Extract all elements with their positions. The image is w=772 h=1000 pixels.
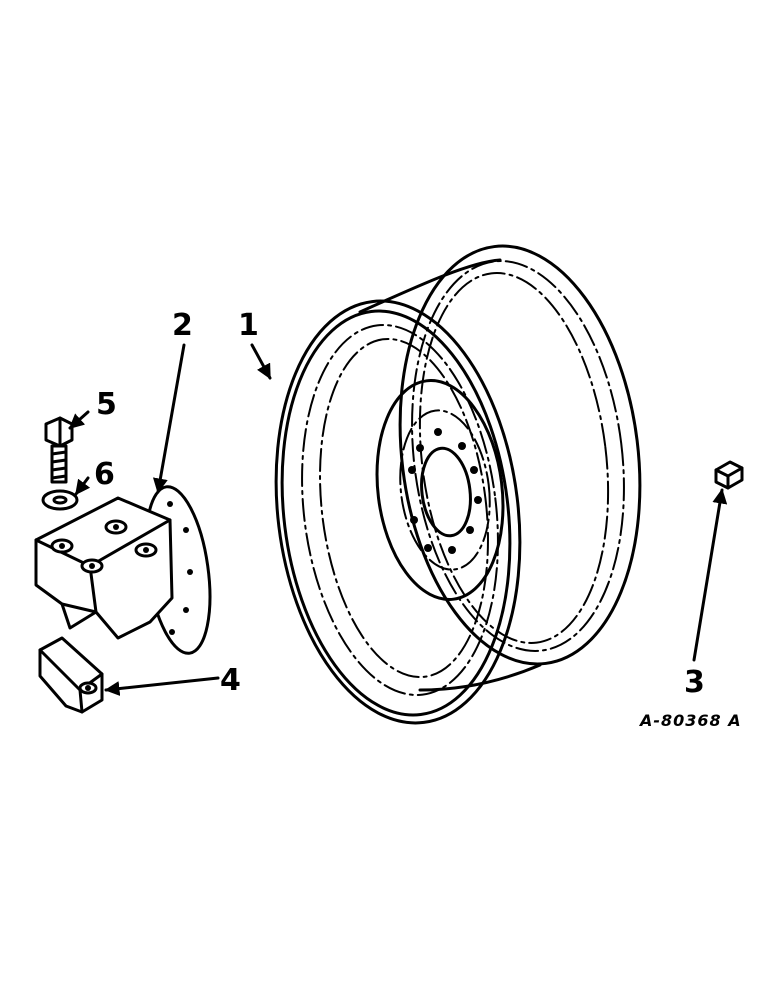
callout-5: 5	[96, 387, 117, 422]
washer	[41, 489, 79, 511]
callout-6: 6	[94, 457, 115, 492]
leader-lines	[68, 343, 728, 697]
callout-4: 4	[220, 663, 241, 698]
callout-1: 1	[238, 308, 259, 343]
callout-3: 3	[684, 665, 705, 700]
wheel-rim	[274, 244, 642, 725]
hub-bracket	[34, 485, 212, 655]
valve-stem	[714, 460, 744, 490]
callout-2: 2	[172, 308, 193, 343]
clamp	[38, 636, 104, 714]
bolt	[44, 416, 74, 484]
bolt-holes	[408, 428, 482, 554]
part-number: A-80368 A	[638, 711, 742, 730]
